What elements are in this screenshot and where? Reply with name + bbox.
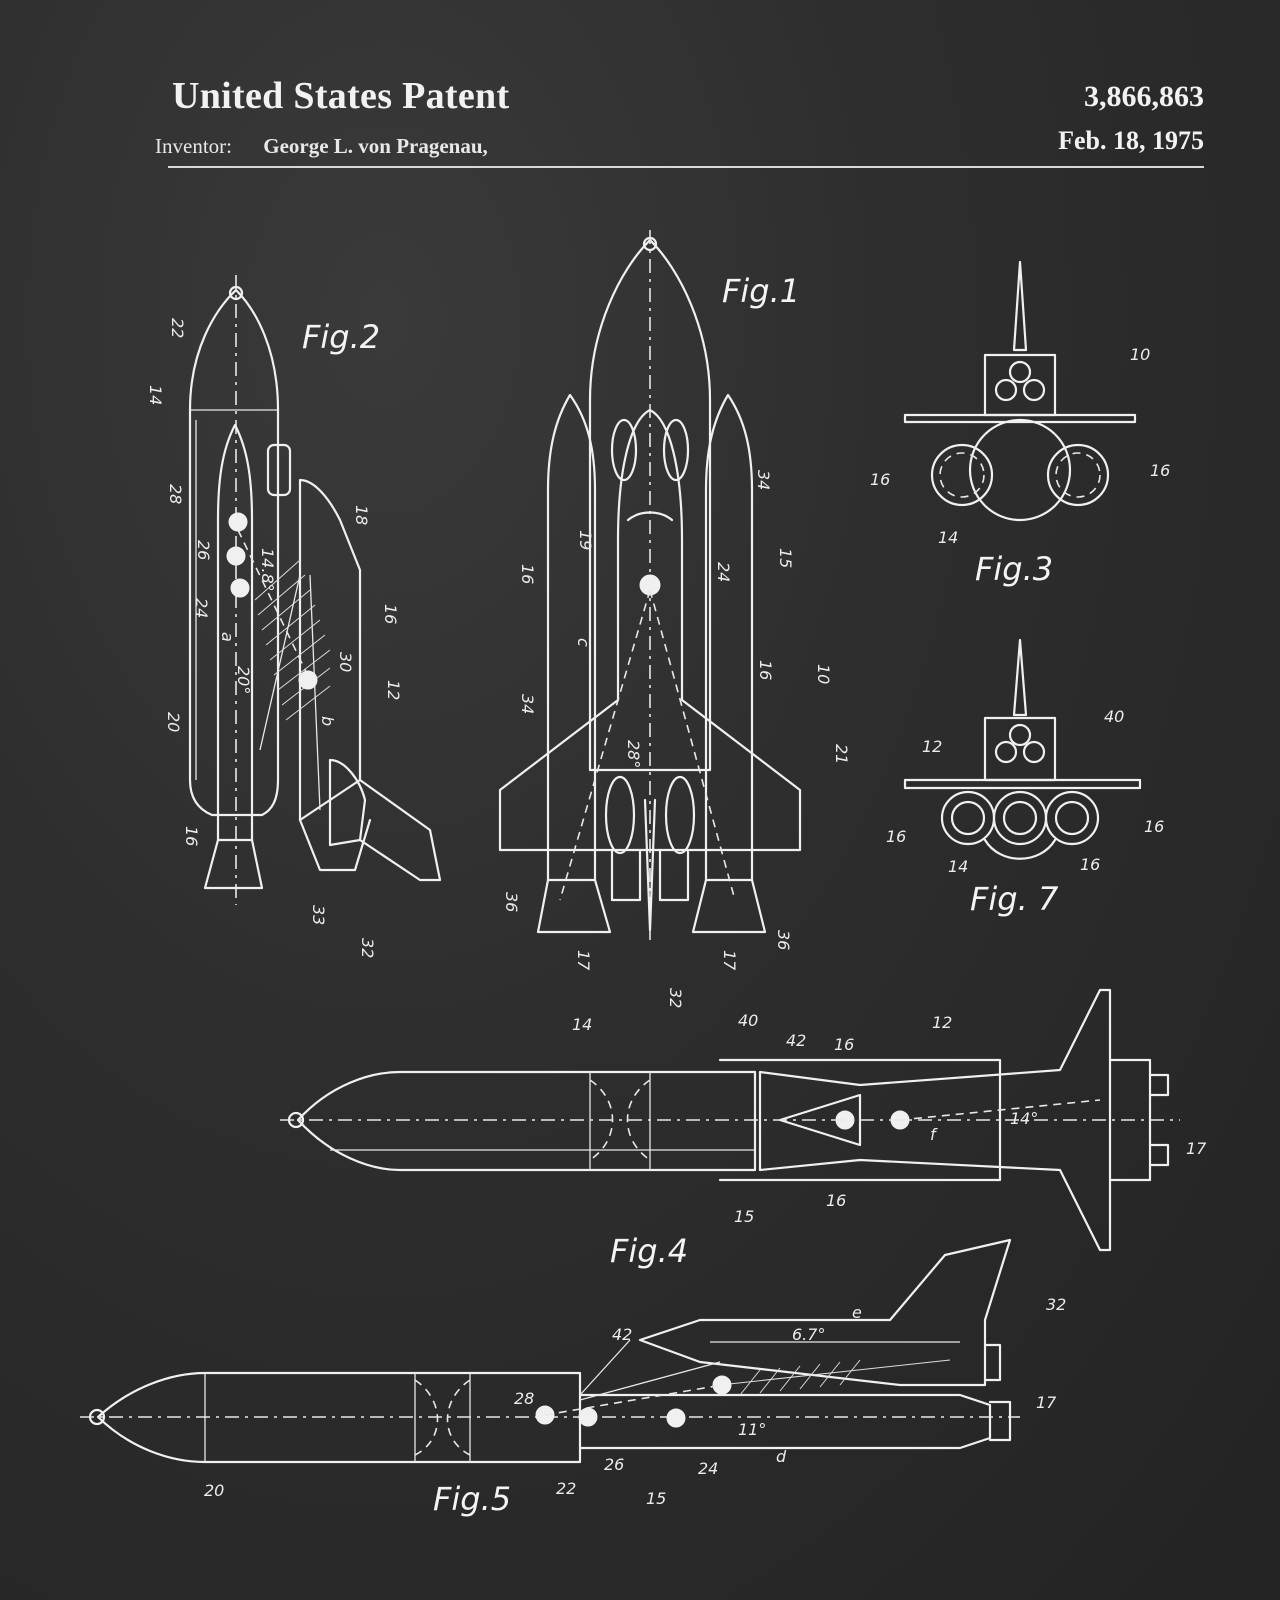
reference-numeral: 16 (182, 826, 201, 846)
inventor-label: Inventor: (155, 134, 232, 158)
figure-2-drawing: Fig.2 (188, 275, 442, 905)
angle-label: 14° (1010, 1109, 1038, 1128)
angle-label: 14.8° (258, 548, 277, 592)
reference-numeral: 10 (814, 664, 833, 684)
reference-numeral: 15 (776, 548, 795, 568)
figure-3-drawing: Fig.3 (903, 260, 1137, 588)
reference-numeral: 10 (1130, 345, 1150, 364)
inventor-line: Inventor: George L. von Pragenau, (155, 134, 488, 159)
reference-numeral: c (574, 638, 593, 647)
reference-numeral: 32 (1046, 1295, 1066, 1314)
reference-numeral: 36 (774, 930, 793, 950)
reference-numeral: 33 (309, 905, 328, 925)
angle-label: 28° (624, 740, 643, 768)
figure-2-label: Fig.2 (302, 318, 380, 356)
reference-numeral: 15 (646, 1489, 666, 1508)
reference-numeral: 26 (194, 540, 213, 560)
reference-numeral: a (218, 632, 237, 642)
reference-numeral: 16 (886, 827, 906, 846)
reference-numeral: 14 (948, 857, 968, 876)
reference-numeral: 16 (756, 660, 775, 680)
reference-numeral: 22 (556, 1479, 576, 1498)
reference-numeral: e (852, 1303, 862, 1322)
reference-numeral: 34 (754, 470, 773, 490)
reference-numeral: 24 (714, 562, 733, 582)
figure-3-label: Fig.3 (975, 550, 1053, 588)
reference-numeral: 14 (938, 528, 958, 547)
reference-numeral: b (318, 716, 337, 726)
angle-label: 6.7° (792, 1325, 825, 1344)
reference-numeral: 17 (1186, 1139, 1207, 1158)
reference-numeral: 12 (384, 680, 403, 700)
reference-numeral: 32 (666, 988, 685, 1008)
reference-numeral: 20 (164, 712, 183, 732)
reference-numeral: 16 (834, 1035, 854, 1054)
figure-1-label: Fig.1 (722, 272, 800, 310)
reference-numeral: 42 (612, 1325, 632, 1344)
figure-7-label: Fig. 7 (970, 880, 1059, 918)
reference-numeral: 14 (146, 385, 165, 405)
reference-numeral: 18 (352, 505, 371, 525)
patent-date: Feb. 18, 1975 (1058, 126, 1204, 155)
reference-numeral: 28 (166, 484, 185, 504)
reference-numeral: 17 (720, 950, 739, 971)
reference-numeral: 36 (502, 892, 521, 912)
reference-numeral: 12 (932, 1013, 952, 1032)
figure-5-label: Fig.5 (433, 1480, 511, 1518)
figure-5-drawing: Fig.5 (80, 1238, 1020, 1518)
reference-numeral: 19 (576, 530, 595, 550)
reference-numeral: 30 (336, 652, 355, 672)
reference-numeral: 16 (518, 564, 537, 584)
reference-numeral: 40 (738, 1011, 758, 1030)
patent-title: United States Patent (172, 75, 510, 117)
reference-numeral: 26 (604, 1455, 624, 1474)
reference-numeral: 16 (826, 1191, 846, 1210)
reference-numeral: 21 (832, 744, 851, 764)
figure-4-label: Fig.4 (610, 1232, 688, 1270)
reference-numeral: d (776, 1447, 787, 1466)
patent-number: 3,866,863 (1084, 80, 1204, 113)
reference-numeral: 14 (572, 1015, 592, 1034)
angle-label: 11° (738, 1420, 766, 1439)
figure-4-drawing: Fig.4 (280, 988, 1180, 1270)
reference-numeral: 28 (514, 1389, 534, 1408)
reference-numeral: 16 (1080, 855, 1100, 874)
reference-numeral: 20 (204, 1481, 224, 1500)
reference-numeral: f (930, 1125, 938, 1144)
inventor-name: George L. von Pragenau, (263, 134, 488, 158)
angle-label: 20° (234, 666, 253, 694)
reference-numeral: 15 (734, 1207, 754, 1226)
reference-numeral: 16 (381, 604, 400, 624)
reference-numeral: 17 (1036, 1393, 1057, 1412)
figure-1-drawing: Fig.1 (498, 230, 802, 940)
reference-numeral: 40 (1104, 707, 1124, 726)
reference-numeral: 24 (192, 598, 211, 618)
reference-numeral: 24 (698, 1459, 718, 1478)
reference-numeral: 32 (358, 938, 377, 958)
reference-numeral: 16 (1144, 817, 1164, 836)
reference-numeral: 16 (870, 470, 890, 489)
reference-numeral: 12 (922, 737, 942, 756)
reference-numeral: 22 (168, 318, 187, 338)
reference-numeral: 16 (1150, 461, 1170, 480)
reference-numeral: 34 (518, 694, 537, 714)
reference-numerals: 22 14 28 26 24 a 20 16 18 16 30 b 12 33 … (146, 318, 1207, 1508)
reference-numeral: 42 (786, 1031, 806, 1050)
angle-annotations: 14.8° 20° 28° 14° 6.7° 11° (234, 548, 1038, 1439)
reference-numeral: 17 (574, 950, 593, 971)
figure-7-drawing: Fig. 7 (903, 638, 1142, 918)
header-divider (168, 166, 1204, 168)
